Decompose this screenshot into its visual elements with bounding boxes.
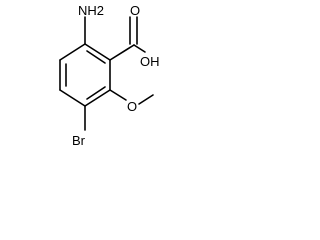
ring-bond-c4-c5 xyxy=(84,89,111,107)
ring-bond-c1-c2 xyxy=(59,43,86,61)
chemical-structure: NH2 OH O O Br xyxy=(59,3,160,148)
bond-ether-oxygen-to-methyl xyxy=(138,94,154,105)
bond-carboxyl-to-hydroxyl xyxy=(133,44,146,53)
carbonyl-oxygen-label: O xyxy=(130,3,140,18)
ring-bond-c5-c6 xyxy=(59,89,86,107)
bond-ring-to-ether-oxygen xyxy=(109,89,127,101)
ether-oxygen-label: O xyxy=(127,99,137,114)
bromine-label: Br xyxy=(72,133,86,148)
amino-label: NH2 xyxy=(78,3,104,18)
ring-bond-c2-c3 xyxy=(84,43,111,61)
hydroxyl-label: OH xyxy=(140,54,160,69)
ring-double-bond-top-right xyxy=(86,50,106,64)
ring-double-bond-bottom-right xyxy=(86,86,106,100)
benzene-ring xyxy=(59,43,111,107)
bond-ring-to-carboxyl-carbon xyxy=(109,44,135,61)
